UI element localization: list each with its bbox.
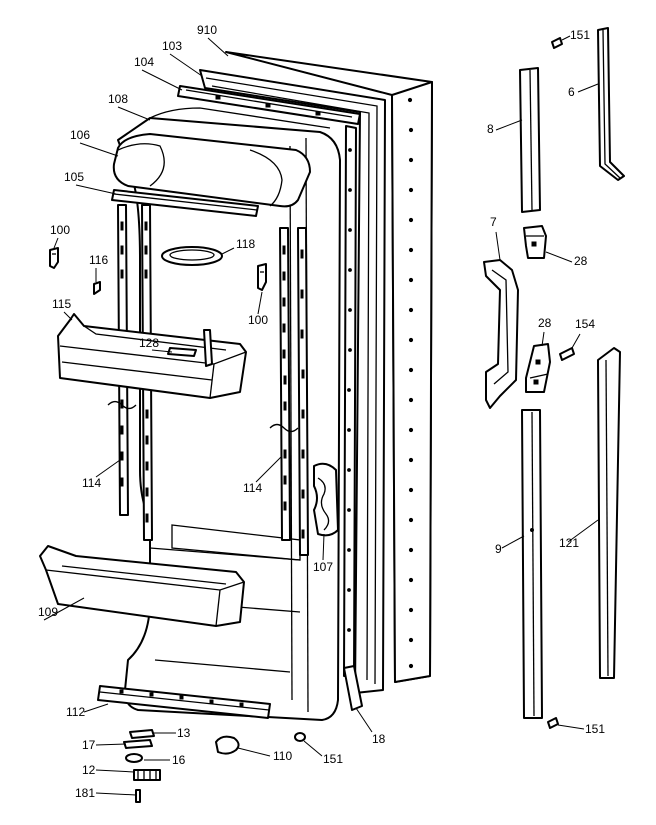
callout-154: 154: [575, 317, 595, 331]
callout-128: 128: [139, 336, 159, 350]
callout-118: 118: [236, 237, 255, 251]
callout-109: 109: [38, 605, 58, 619]
callout-151: 151: [570, 28, 590, 42]
liner-side-rail: [343, 125, 357, 677]
callout-112: 112: [66, 705, 85, 719]
dairy-bin-strip: [111, 189, 259, 217]
callout-114: 114: [82, 476, 101, 490]
door-cam: [215, 735, 240, 755]
callout-181: 181: [75, 786, 95, 800]
handle-bracket-upper: [523, 225, 547, 259]
screw-bottom: [294, 732, 306, 742]
callout-121: 121: [559, 536, 579, 550]
callout-7: 7: [490, 215, 497, 229]
callout-100: 100: [50, 223, 70, 237]
callout-28: 28: [538, 316, 552, 330]
hinge-side-strip: [343, 665, 363, 711]
screw-top: [551, 37, 563, 49]
callout-151: 151: [323, 752, 343, 766]
door-shelf-lower: [39, 545, 245, 627]
handle-bracket-lower: [525, 343, 551, 393]
screw-lower-right: [547, 717, 559, 729]
screw-handle: [559, 347, 575, 361]
callout-108: 108: [108, 92, 128, 106]
callout-116: 116: [89, 253, 108, 267]
callout-12: 12: [82, 763, 96, 777]
callout-9: 9: [495, 542, 502, 556]
callout-6: 6: [568, 85, 575, 99]
hinge-plate: [123, 729, 161, 803]
callout-18: 18: [372, 732, 386, 746]
callout-114: 114: [243, 481, 262, 495]
dairy-compartment-door: [112, 133, 311, 208]
handle-trim-upper: [519, 67, 541, 213]
shelf-support-left: [49, 247, 59, 269]
callout-106: 106: [70, 128, 90, 142]
bottom-trim: [97, 685, 271, 719]
handle-trim-lower-long: [597, 347, 621, 679]
handle-trim-lower: [521, 409, 543, 719]
shelf-cover: [161, 246, 223, 266]
shelf-support-right: [257, 263, 267, 291]
callout-103: 103: [162, 39, 182, 53]
callout-100: 100: [248, 313, 268, 327]
leader-lines: [43, 35, 599, 796]
callout-151: 151: [585, 722, 605, 736]
callout-115: 115: [52, 297, 71, 311]
handle-trim-upper-long: [597, 27, 625, 181]
callout-105: 105: [64, 170, 84, 184]
callout-107: 107: [313, 560, 333, 574]
callout-28: 28: [574, 254, 588, 268]
callout-8: 8: [487, 122, 494, 136]
callout-910: 910: [197, 23, 217, 37]
door-handle: [483, 259, 519, 409]
callout-104: 104: [134, 55, 154, 69]
callout-16: 16: [172, 753, 186, 767]
hinge-foam-block: [313, 462, 339, 537]
breaker-strip-top: [177, 85, 361, 125]
callout-13: 13: [177, 726, 191, 740]
clip: [93, 281, 101, 295]
callout-110: 110: [273, 749, 292, 763]
shelf-rail-right: [269, 227, 309, 556]
callout-17: 17: [82, 738, 96, 752]
door-outer-panel: [225, 51, 433, 683]
